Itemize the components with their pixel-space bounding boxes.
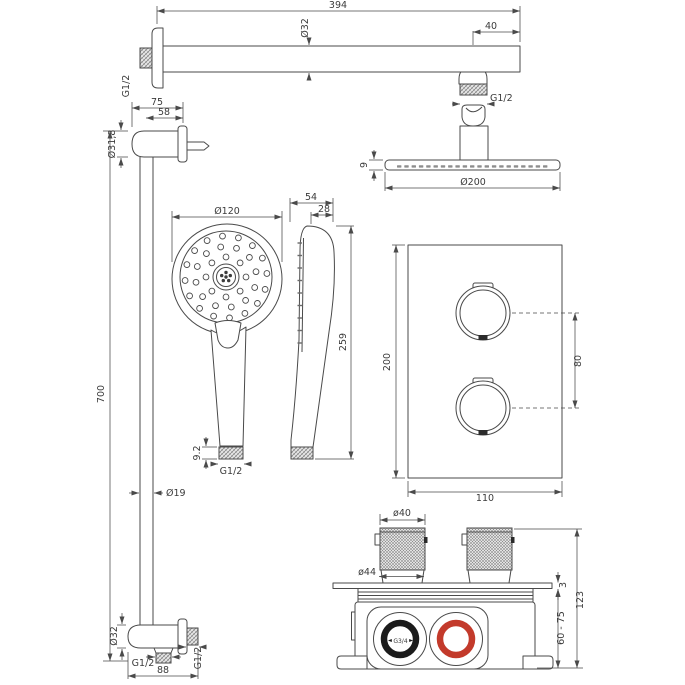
hand-shower-front-drawing: Ø120 9.2 G1/2 xyxy=(171,206,283,477)
head-plate xyxy=(384,159,561,171)
valve-knob-right-mark xyxy=(511,537,515,543)
inlet-thread-arrow-left xyxy=(388,639,392,642)
knob-bottom-outer xyxy=(455,380,511,436)
hand-side-thread-geom xyxy=(290,446,314,460)
dim-arm-tube-diameter: Ø32 xyxy=(300,18,311,38)
hand-hub-outer xyxy=(212,263,240,291)
valve-foot-left xyxy=(336,655,368,670)
slide-rail-drawing: 75 58 Ø31,8 700 Ø19 Ø32 G1/2 G1/2 88 xyxy=(96,97,210,679)
dim-elbow-depth: 88 xyxy=(157,665,169,676)
dim-trim-plate-height: 200 xyxy=(382,353,393,371)
trim-plate-outline xyxy=(407,244,563,479)
dim-hand-thread-length: 9.2 xyxy=(192,445,203,460)
lbl-arm-wall-thread: G1/2 xyxy=(121,75,132,98)
rain-head-drawing: 9 Ø200 xyxy=(359,104,561,191)
head-nozzle-band xyxy=(397,165,548,168)
rail-elbow-wall-plate xyxy=(177,618,188,655)
rail-bracket-pin xyxy=(186,141,210,151)
valve-body-drawing: G3/4 ø40 ø44 3 60 - 75 123 xyxy=(332,508,586,670)
dim-valve-collar-diameter: ø44 xyxy=(358,567,376,578)
dim-hand-body-depth: 28 xyxy=(318,204,330,215)
rail-elbow-body xyxy=(127,624,179,649)
inlet-cold-ring xyxy=(436,619,476,659)
arm-tube xyxy=(162,45,521,73)
knob-top-outer xyxy=(455,285,511,341)
inlet-hot-bezel xyxy=(373,612,427,666)
dim-arm-drop-offset: 40 xyxy=(485,21,497,32)
knob-bottom-index-mark xyxy=(478,430,488,435)
trim-plate-drawing: 200 110 80 xyxy=(382,244,584,504)
valve-collar-right xyxy=(467,569,512,584)
inlet-hot-ring xyxy=(380,619,420,659)
arm-wall-flange xyxy=(151,27,164,89)
dim-elbow-diameter: Ø32 xyxy=(109,626,120,646)
rail-tube xyxy=(139,157,154,625)
dim-hand-head-diameter: Ø120 xyxy=(214,206,240,217)
dim-knob-spacing: 80 xyxy=(573,355,584,367)
dim-bracket-depth: 75 xyxy=(151,97,163,108)
arm-outlet-thread-geom xyxy=(459,83,488,96)
valve-side-clip xyxy=(351,611,356,641)
dim-head-diameter: Ø200 xyxy=(460,177,486,188)
hand-hub-inner xyxy=(216,267,236,287)
lbl-inlet-thread: G3/4 xyxy=(393,638,407,645)
dim-bracket-diameter: Ø31,8 xyxy=(107,130,118,159)
valve-knob-left-mark xyxy=(424,537,428,543)
dim-bracket-inner-depth: 58 xyxy=(158,107,170,118)
dim-hand-head-depth: 54 xyxy=(305,192,317,203)
hand-side-nozzle-ticks xyxy=(297,242,302,344)
dim-trim-plate-width: 110 xyxy=(476,493,494,504)
head-ball-joint xyxy=(461,104,486,127)
lbl-elbow-outlet-thread: G1/2 xyxy=(132,658,155,669)
dim-valve-install-depth: 60 - 75 xyxy=(556,611,567,645)
hand-shower-side-drawing: 54 28 259 xyxy=(289,192,354,460)
hand-thread-geom xyxy=(218,446,244,460)
rail-bracket-body xyxy=(131,130,181,158)
dim-hand-length: 259 xyxy=(338,333,349,351)
hand-nozzle-pattern xyxy=(181,232,271,322)
inlet-thread-arrow-right xyxy=(409,639,413,642)
valve-cover-plate xyxy=(332,582,553,589)
dim-head-plate-height: 9 xyxy=(359,162,370,168)
dim-valve-knob-diameter: ø40 xyxy=(393,508,411,519)
dim-valve-plate-thickness: 3 xyxy=(558,582,569,588)
valve-foot-right xyxy=(522,655,554,670)
hand-side-face-seam xyxy=(301,237,304,353)
valve-knob-left xyxy=(379,527,426,571)
lbl-hand-thread: G1/2 xyxy=(220,466,243,477)
dim-rail-diameter: Ø19 xyxy=(166,488,186,499)
wall-arm-drawing: 394 40 Ø32 G1/2 G1/2 xyxy=(121,0,521,107)
arm-wall-thread xyxy=(139,47,153,69)
dim-valve-total-height: 123 xyxy=(575,591,586,609)
dim-rail-length: 700 xyxy=(96,385,107,403)
knob-top-index-mark xyxy=(478,335,488,340)
inlet-cold-bezel xyxy=(429,612,483,666)
lbl-elbow-wall-thread: G1/2 xyxy=(193,647,204,670)
valve-knob-right-tab xyxy=(461,533,468,546)
head-column xyxy=(459,125,489,161)
hand-side-outline xyxy=(290,225,335,448)
valve-knob-left-tab xyxy=(374,533,381,546)
valve-knob-right xyxy=(466,527,513,571)
rail-elbow-outlet xyxy=(153,647,174,654)
lbl-arm-outlet-thread: G1/2 xyxy=(490,93,513,104)
head-ball-slot xyxy=(465,106,483,113)
rail-elbow-outlet-thread-geom xyxy=(155,652,172,664)
rail-elbow-wall-thread-geom xyxy=(186,627,199,646)
valve-inner-panel xyxy=(366,606,489,670)
dim-arm-length: 394 xyxy=(329,0,347,11)
rail-bracket-wall-plate xyxy=(177,125,188,163)
hand-mode-button xyxy=(214,320,242,349)
